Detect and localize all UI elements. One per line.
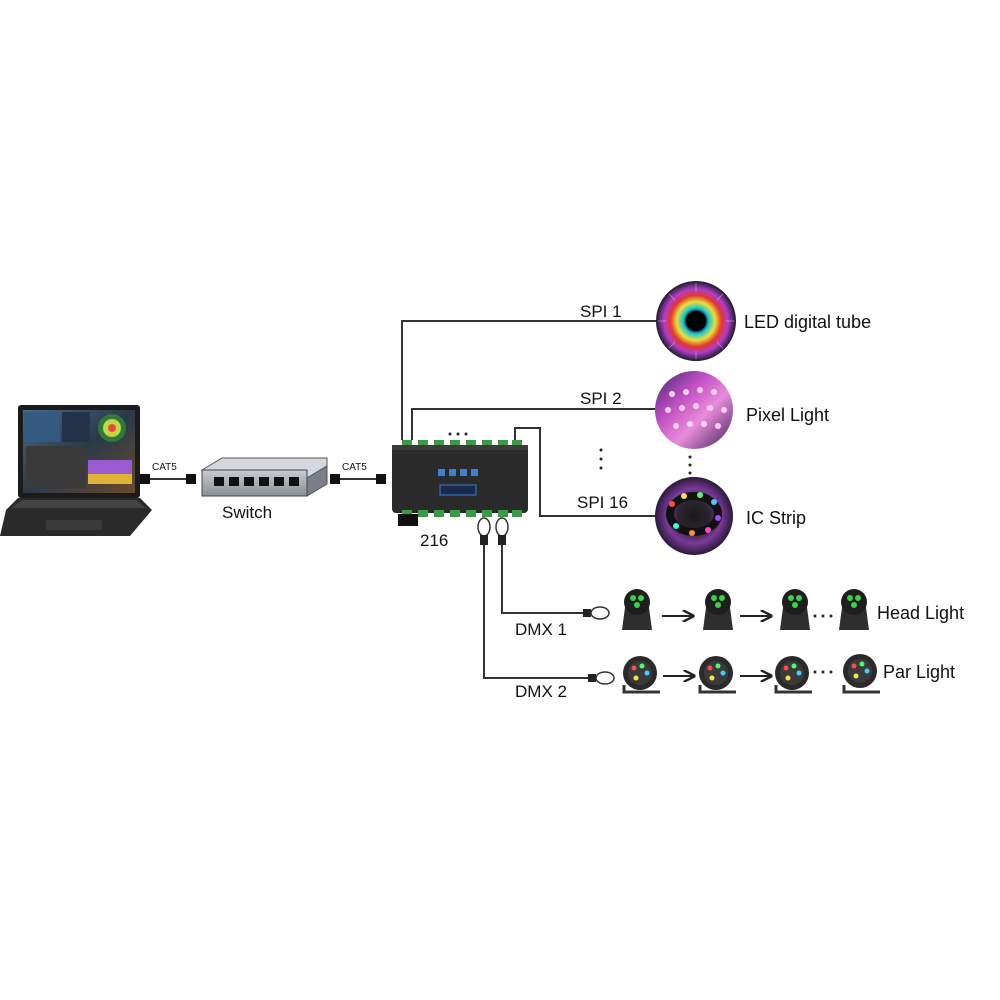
moving-head-light-icon [780, 589, 810, 630]
continuation-dot [813, 670, 817, 674]
continuation-dot [821, 614, 825, 618]
moving-head-light-icon [839, 589, 869, 630]
dmx1-label: DMX 1 [515, 620, 567, 639]
led-digital-tube-icon [656, 281, 736, 361]
par-light-icon [622, 656, 660, 694]
continuation-dot [688, 455, 692, 459]
par-light-label: Par Light [883, 662, 956, 682]
par-light-icon [698, 656, 736, 694]
continuation-dot [688, 471, 692, 475]
controller-icon [392, 440, 528, 526]
network-switch-icon [200, 457, 328, 497]
dmx1-line [501, 545, 585, 614]
cable-plug [330, 474, 340, 484]
spi1-label: SPI 1 [580, 302, 622, 321]
pixel-light-icon [655, 371, 733, 449]
continuation-dot [448, 432, 452, 436]
moving-head-light-icon [622, 589, 652, 630]
cable-plug [140, 474, 150, 484]
laptop-icon [0, 405, 152, 536]
dmx2-plug [588, 671, 615, 685]
dmx1-plug [583, 606, 610, 620]
controller-label: 216 [420, 531, 449, 550]
par-light-icon [842, 654, 880, 694]
moving-head-light-icon [703, 589, 733, 630]
continuation-dot [599, 466, 603, 470]
dmx-connectors [477, 517, 509, 545]
cable-plug [186, 474, 196, 484]
spi1-line [401, 320, 658, 440]
continuation-dot [829, 670, 833, 674]
continuation-dot [813, 614, 817, 618]
switch-label: Switch [222, 503, 273, 522]
continuation-dot [456, 432, 460, 436]
dmx-lines [483, 545, 590, 679]
continuation-dot [829, 614, 833, 618]
continuation-dot [599, 448, 603, 452]
led-digital-tube-label: LED digital tube [744, 312, 872, 332]
cat5-label-right: CAT5 [342, 462, 367, 473]
pixel-light-label: Pixel Light [746, 405, 830, 425]
continuation-dot [599, 457, 603, 461]
par-light-icon [774, 656, 812, 694]
dmx2-line [483, 545, 590, 679]
cat5-label-left: CAT5 [152, 462, 177, 473]
spi-lines [401, 320, 658, 517]
spi16-line [514, 427, 658, 517]
ic-strip-label: IC Strip [746, 508, 807, 528]
continuation-dot [688, 463, 692, 467]
ic-strip-icon [655, 477, 733, 555]
spi2-line [411, 408, 658, 440]
head-light-label: Head Light [877, 603, 965, 623]
continuation-dot [464, 432, 468, 436]
spi2-label: SPI 2 [580, 389, 622, 408]
continuation-dot [821, 670, 825, 674]
spi16-label: SPI 16 [577, 493, 629, 512]
cable-plug [376, 474, 386, 484]
dmx2-label: DMX 2 [515, 682, 567, 701]
